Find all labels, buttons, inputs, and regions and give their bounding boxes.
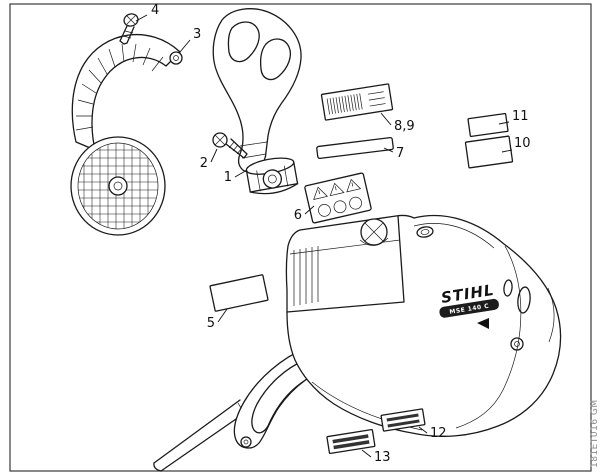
leader-line — [501, 149, 513, 153]
part-number-3: 3 — [193, 27, 201, 42]
leader-line — [304, 205, 315, 215]
image-code-watermark: 181ET016 GM — [590, 399, 600, 468]
screw-4 — [119, 13, 139, 45]
label-7 — [316, 136, 394, 160]
label-11 — [467, 112, 509, 138]
motor-housing: STIHL MSE 140 C — [285, 214, 562, 437]
leader-line — [383, 147, 394, 153]
label-5 — [209, 274, 269, 312]
part-number-1: 1 — [224, 170, 232, 185]
label-12 — [380, 408, 426, 432]
part-number-8-9: 8,9 — [394, 119, 415, 134]
hand-guard — [70, 33, 183, 236]
leader-line — [418, 426, 428, 434]
leader-line — [135, 14, 148, 22]
leader-line — [234, 169, 248, 178]
leader-line — [210, 148, 218, 163]
handle-mount — [245, 157, 299, 195]
part-number-11: 11 — [512, 109, 529, 124]
part-number-12: 12 — [430, 426, 447, 441]
leader-line — [361, 449, 372, 458]
label-10 — [464, 135, 514, 169]
diagram-border — [9, 3, 592, 472]
warning-label-6 — [304, 172, 372, 224]
leader-line — [179, 39, 191, 53]
oil-cap — [359, 218, 389, 246]
part-number-2: 2 — [200, 156, 208, 171]
leader-line — [217, 308, 228, 323]
label-13 — [326, 429, 376, 455]
part-number-10: 10 — [514, 136, 531, 151]
part-number-6: 6 — [294, 208, 302, 223]
part-number-5: 5 — [207, 316, 215, 331]
part-number-7: 7 — [396, 146, 404, 161]
part-number-13: 13 — [374, 450, 391, 465]
leader-line — [498, 121, 510, 125]
label-8-9 — [320, 83, 394, 121]
part-number-4: 4 — [151, 3, 159, 18]
top-handle — [212, 8, 302, 195]
screw-2 — [212, 132, 248, 159]
direction-arrow-icon — [477, 318, 489, 329]
leader-line — [380, 112, 392, 126]
